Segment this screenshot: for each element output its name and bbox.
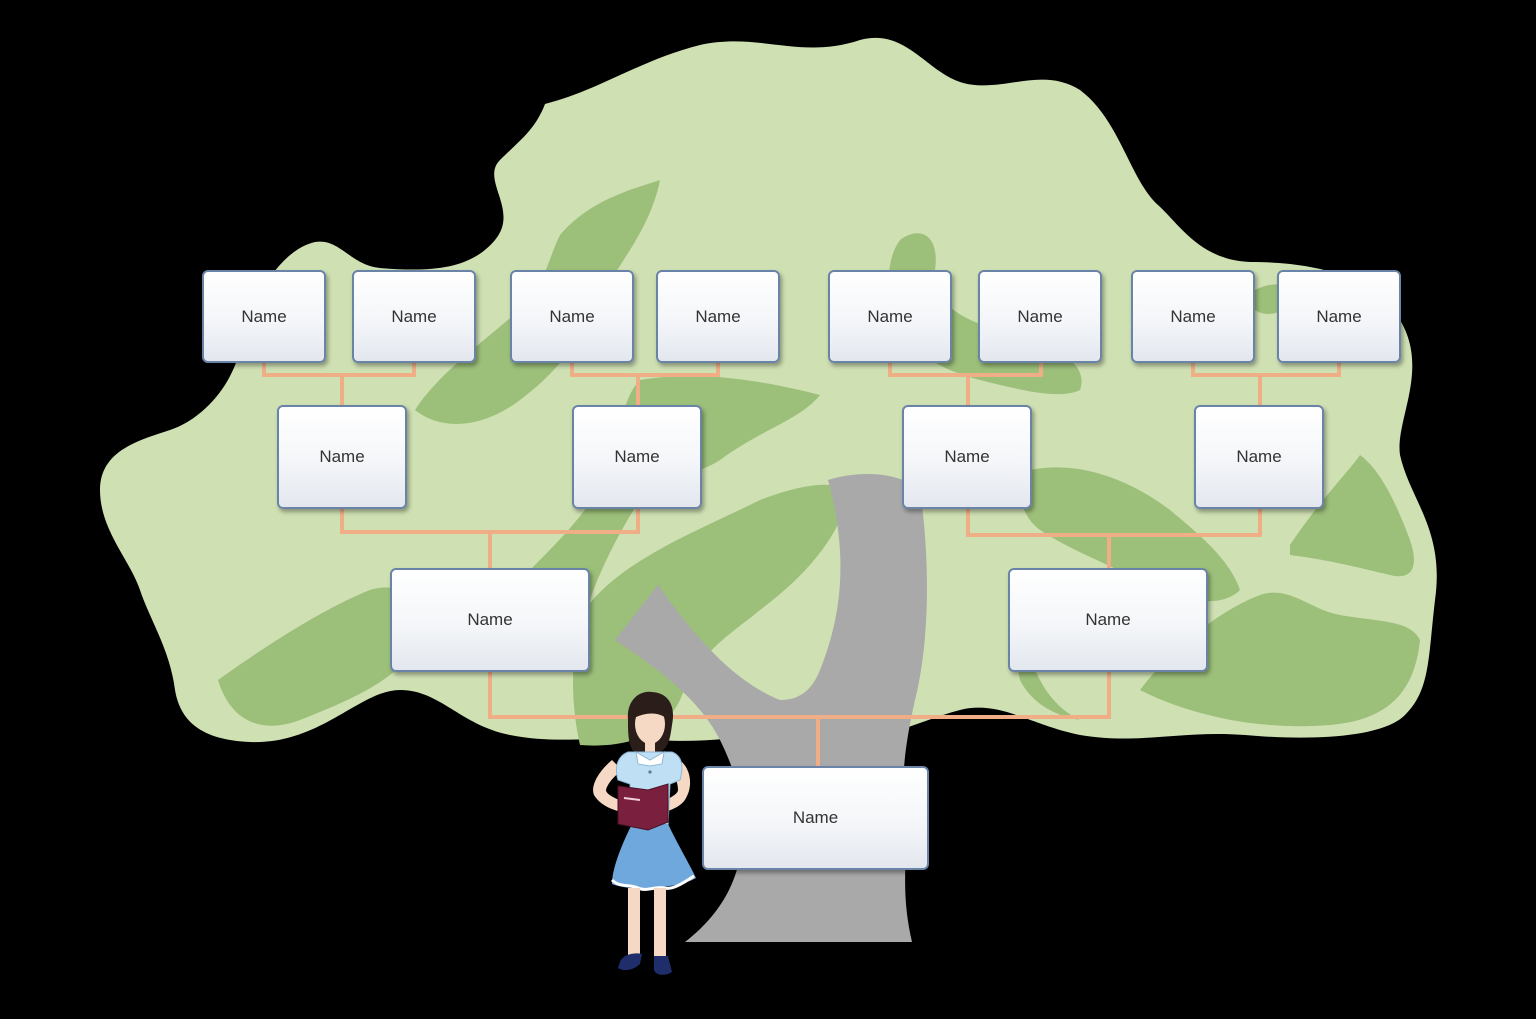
canopy-shade	[573, 484, 850, 746]
node-label: Name	[467, 610, 513, 629]
grandparent-box[interactable]: Name	[1194, 405, 1324, 509]
node-label: Name	[792, 808, 839, 827]
great-grandparent-box[interactable]: Name	[1131, 270, 1255, 363]
great-grandparent-box[interactable]: Name	[978, 270, 1102, 363]
node-label: Name	[614, 447, 660, 466]
grandparent-box[interactable]: Name	[277, 405, 407, 509]
grandparent-box[interactable]: Name	[902, 405, 1032, 509]
grandparent-box[interactable]: Name	[572, 405, 702, 509]
parent-box[interactable]: Name	[1008, 568, 1208, 672]
girl-holding-book-icon	[593, 691, 696, 975]
tree-connectors	[262, 363, 1341, 766]
node-label: Name	[241, 306, 287, 326]
node-label: Name	[391, 306, 437, 326]
canopy-shade	[218, 587, 426, 726]
canopy-shade	[530, 375, 820, 600]
canopy-shade	[1140, 592, 1420, 727]
node-label: Name	[1170, 306, 1216, 326]
great-grandparent-box[interactable]: Name	[352, 270, 476, 363]
node-label: Name	[319, 447, 365, 466]
node-label: Name	[549, 306, 595, 326]
great-grandparent-box[interactable]: Name	[510, 270, 634, 363]
node-label: Name	[1085, 610, 1131, 629]
node-label: Name	[1017, 306, 1063, 326]
self-box[interactable]: Name	[702, 766, 929, 870]
node-label: Name	[695, 306, 741, 326]
node-label: Name	[867, 306, 913, 326]
canopy-shade	[1016, 620, 1080, 720]
node-label: Name	[1236, 447, 1282, 466]
node-label: Name	[944, 447, 990, 466]
parent-box[interactable]: Name	[390, 568, 590, 672]
canopy-shade	[1290, 455, 1414, 577]
great-grandparent-box[interactable]: Name	[656, 270, 780, 363]
great-grandparent-box[interactable]: Name	[202, 270, 326, 363]
node-label: Name	[1316, 306, 1362, 326]
great-grandparent-box[interactable]: Name	[828, 270, 952, 363]
great-grandparent-box[interactable]: Name	[1277, 270, 1401, 363]
